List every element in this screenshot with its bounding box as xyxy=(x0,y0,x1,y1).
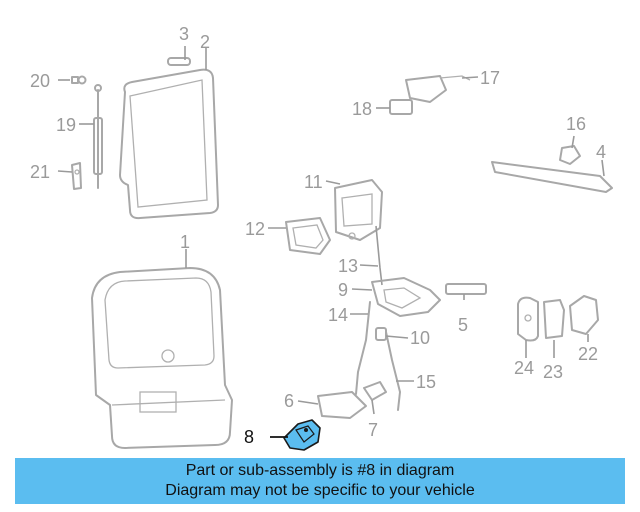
callout-19: 19 xyxy=(56,115,76,135)
callout-18: 18 xyxy=(352,99,372,119)
leader-lines xyxy=(57,46,605,438)
callout-6: 6 xyxy=(284,391,294,411)
callout-2: 2 xyxy=(200,32,210,52)
part-16-clip xyxy=(559,145,581,165)
callout-21: 21 xyxy=(30,162,50,182)
callout-5: 5 xyxy=(458,315,468,335)
banner-line-part: Part or sub-assembly is #8 in diagram xyxy=(185,462,455,479)
callout-16: 16 xyxy=(566,114,586,134)
callout-23: 23 xyxy=(543,362,563,382)
callout-7: 7 xyxy=(368,420,378,440)
callout-15: 15 xyxy=(416,372,436,392)
part-22-striker xyxy=(569,295,599,335)
part-24-bumper xyxy=(517,296,539,342)
part-17-hinge xyxy=(405,75,471,103)
part-23-bracket xyxy=(543,299,565,339)
part-5-strip xyxy=(445,283,487,295)
callout-24: 24 xyxy=(514,358,534,378)
part-2-window-glass xyxy=(119,68,219,220)
callout-1: 1 xyxy=(180,232,190,252)
part-9-latch xyxy=(371,277,441,317)
callout-22: 22 xyxy=(578,344,598,364)
part-6-latch xyxy=(317,391,367,419)
callout-13: 13 xyxy=(338,256,358,276)
callout-11: 11 xyxy=(304,172,323,192)
callout-8[interactable]: 8 xyxy=(244,427,254,447)
part-21-bracket xyxy=(71,162,82,190)
part-14-rod xyxy=(355,301,371,395)
callout-10: 10 xyxy=(410,328,430,348)
part-7-striker xyxy=(363,381,387,401)
callout-labels: 1 2 3 4 5 6 7 8 9 10 11 12 13 14 15 16 1… xyxy=(30,24,606,447)
part-1-tailgate xyxy=(91,267,233,449)
callout-20: 20 xyxy=(30,71,50,91)
part-3-strip xyxy=(167,57,191,66)
callout-3: 3 xyxy=(179,24,189,44)
part-13-rod xyxy=(375,225,383,286)
part-15-rod xyxy=(385,331,401,411)
part-12-bezel xyxy=(285,217,331,255)
callout-14: 14 xyxy=(328,305,348,325)
part-18-pad xyxy=(389,99,413,115)
part-20-ball-stud xyxy=(71,75,87,85)
banner-line-disclaimer: Diagram may not be specific to your vehi… xyxy=(165,482,475,499)
info-banner: Part or sub-assembly is #8 in diagram Di… xyxy=(15,458,625,504)
callout-4: 4 xyxy=(596,142,606,162)
part-19-gas-strut xyxy=(93,84,103,189)
part-10-clip xyxy=(375,327,387,341)
callout-17: 17 xyxy=(480,68,500,88)
callout-12: 12 xyxy=(245,219,265,239)
part-11-lock-housing xyxy=(334,179,383,241)
callout-9: 9 xyxy=(338,280,348,300)
part-8-highlighted[interactable] xyxy=(283,419,321,451)
part-4-moulding xyxy=(491,161,613,193)
